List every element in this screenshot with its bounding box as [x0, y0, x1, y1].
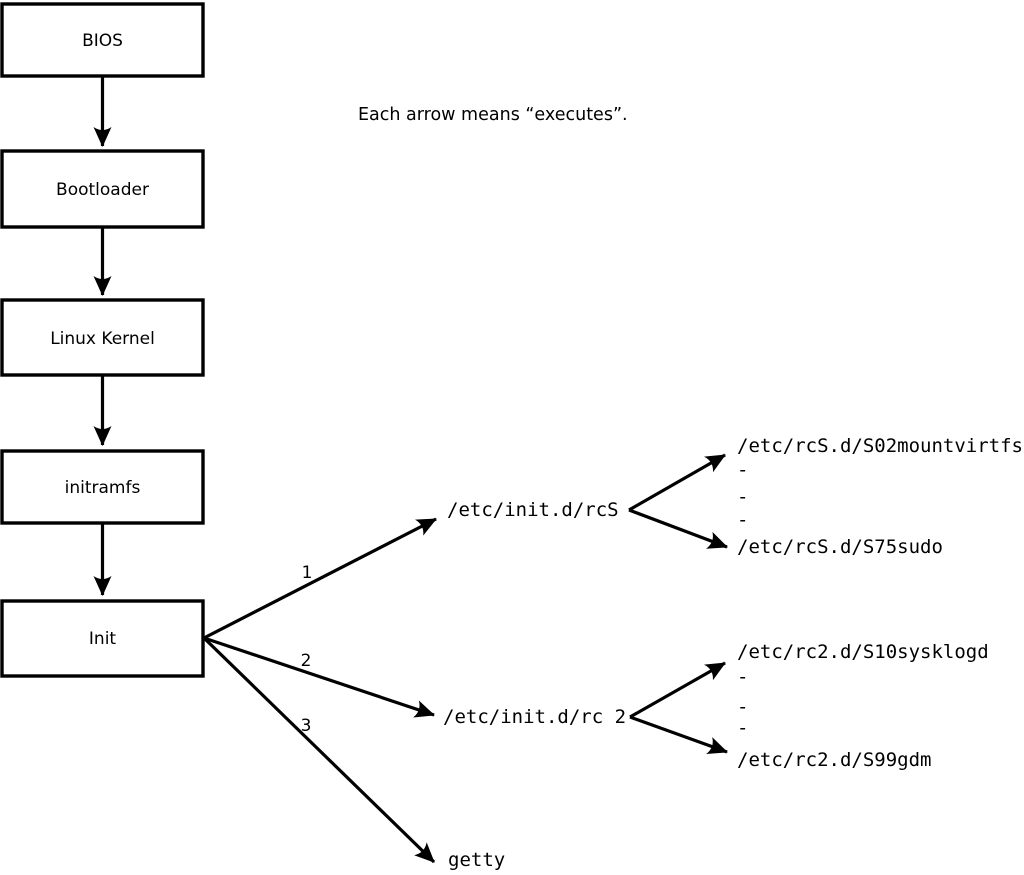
node-bootloader: Bootloader [0, 149, 205, 229]
rcs-ellipsis-dash-2: - [737, 486, 748, 508]
node-initramfs-label: initramfs [65, 478, 141, 498]
node-init-label: Init [89, 629, 117, 649]
rc2-script-label: /etc/init.d/rc 2 [443, 706, 626, 728]
node-initramfs-box [0, 449, 205, 525]
edge-number-2-label: 2 [301, 651, 312, 671]
edge-number-1-label: 1 [302, 563, 313, 583]
getty-label: getty [448, 849, 505, 871]
node-bios: BIOS [0, 2, 205, 78]
rcs-ellipsis-dash-1: - [737, 459, 748, 481]
node-initramfs: initramfs [0, 449, 205, 525]
rc2-child-s99gdm-label: /etc/rc2.d/S99gdm [737, 749, 931, 771]
edge-number-3-label: 3 [301, 716, 312, 736]
edge-rcs-to-s02mountvirtfs-arrow [628, 453, 726, 512]
node-bios-label: BIOS [82, 31, 123, 51]
rc2-ellipsis-dash-3: - [737, 717, 748, 739]
edge-rcs-to-s75sudo-arrow [628, 508, 728, 549]
edge-init-to-getty-arrow [202, 636, 436, 864]
rcs-child-s75sudo-label: /etc/rcS.d/S75sudo [737, 536, 943, 558]
rc2-ellipsis-dash-2: - [737, 696, 748, 718]
edge-init-to-rc2-arrow [203, 636, 435, 718]
node-linux-kernel: Linux Kernel [0, 298, 205, 377]
node-bootloader-box [0, 149, 205, 229]
edge-init-to-rcs-arrow [203, 517, 437, 640]
node-linux-kernel-box [0, 298, 205, 377]
rcs-script-label: /etc/init.d/rcS [447, 499, 619, 521]
rcs-ellipsis-dash-3: - [737, 509, 748, 531]
edge-rc2-to-s10sysklogd-arrow [629, 661, 726, 719]
edge-rc2-to-s99gdm-arrow [629, 715, 728, 755]
rc2-child-s10sysklogd-label: /etc/rc2.d/S10sysklogd [737, 641, 989, 663]
node-init: Init [0, 599, 205, 678]
node-bios-box [0, 2, 205, 78]
rcs-child-s02mountvirtfs-label: /etc/rcS.d/S02mountvirtfs [737, 435, 1023, 457]
node-bootloader-label: Bootloader [56, 180, 149, 200]
legend-note: Each arrow means “executes”. [358, 105, 628, 125]
node-init-box [0, 599, 205, 678]
rc2-ellipsis-dash-1: - [737, 666, 748, 688]
node-linux-kernel-label: Linux Kernel [50, 329, 155, 349]
